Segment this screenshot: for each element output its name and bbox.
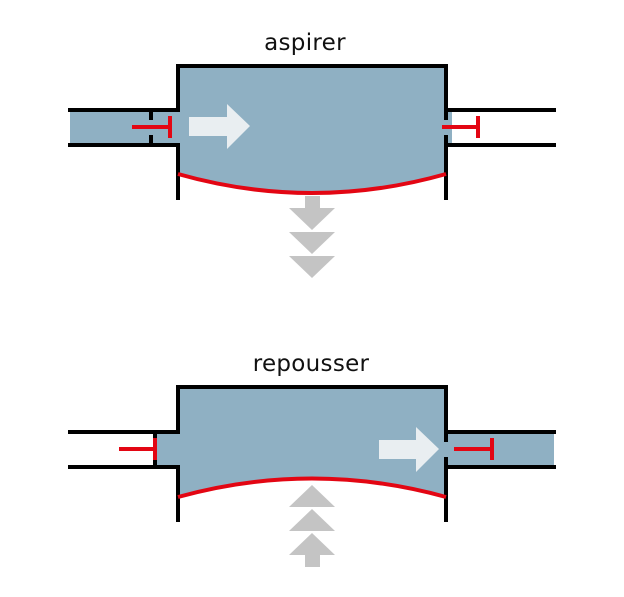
stage-aspirer: aspirer — [68, 30, 556, 278]
push-arrow-2 — [289, 509, 335, 531]
flow-arrow-out — [379, 427, 439, 472]
membrane — [177, 172, 447, 195]
push-arrow-stem — [305, 555, 320, 567]
outlet-valve — [442, 116, 480, 138]
stage-title-aspirer: aspirer — [264, 30, 346, 56]
outlet-lower-wall-2 — [444, 465, 556, 522]
pull-arrow-3 — [289, 256, 335, 278]
fluid-chamber — [178, 68, 446, 194]
membrane-pull-arrows — [289, 196, 335, 278]
push-arrow-3 — [289, 533, 335, 555]
fluid-chamber-2 — [178, 389, 446, 497]
inlet-valve — [132, 116, 172, 138]
chamber-wall-2 — [68, 385, 556, 434]
pull-arrow-1 — [289, 208, 335, 230]
stage-repousser: repousser — [68, 351, 556, 567]
outlet-valve-2 — [454, 438, 494, 460]
chamber-wall — [68, 64, 556, 112]
fluid-inlet-gap-2 — [156, 434, 180, 465]
membrane-2 — [177, 476, 447, 499]
inlet-lower-wall-2 — [68, 465, 180, 522]
stage-title-repousser: repousser — [253, 351, 370, 377]
pull-arrow-2 — [289, 232, 335, 254]
flow-arrow-in — [189, 104, 250, 149]
outlet-lower-wall — [444, 143, 556, 200]
membrane-push-arrows — [289, 485, 335, 567]
inlet-valve-2 — [119, 438, 157, 460]
pull-arrow-stem — [305, 196, 320, 208]
inlet-lower-wall — [68, 143, 180, 200]
push-arrow-1 — [289, 485, 335, 507]
